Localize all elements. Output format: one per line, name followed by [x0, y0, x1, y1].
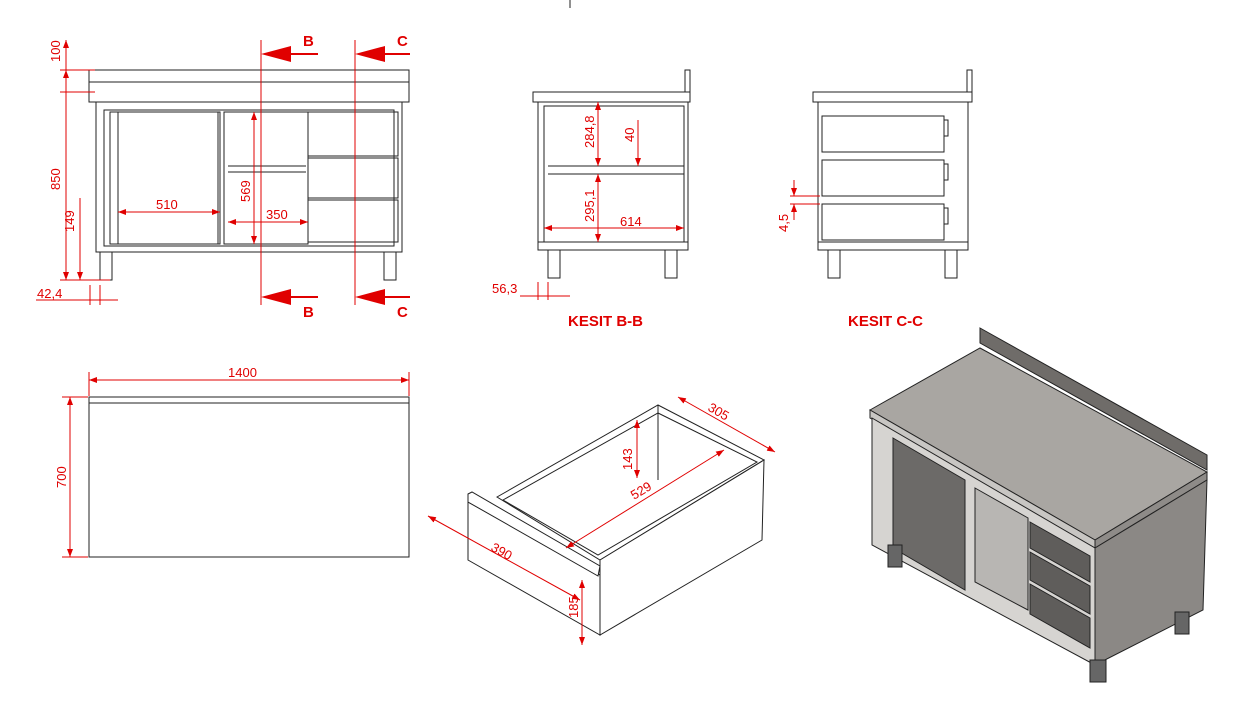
drawer-view: 305 143 529 390 185: [427, 396, 776, 645]
dim-door-width: 510: [156, 197, 178, 212]
top-view: 1400 700: [54, 365, 410, 558]
cut-label-c-bottom: C: [397, 304, 408, 321]
cut-label-c-top: C: [397, 33, 408, 50]
section-cc-title: KESIT C-C: [848, 313, 923, 330]
dim-gap: 40: [622, 128, 637, 142]
section-cc: 4,5 KESIT C-C: [776, 69, 973, 330]
dim-table-depth: 700: [54, 466, 69, 488]
dim-drawer-depth: 305: [706, 400, 732, 424]
dim-upper: 284,8: [582, 115, 597, 148]
dim-shelf-width: 350: [266, 207, 288, 222]
dim-drawer-height: 143: [620, 448, 635, 470]
dim-inner-height: 569: [238, 180, 253, 202]
section-bb-title: KESIT B-B: [568, 313, 643, 330]
dim-leg: 56,3: [492, 281, 517, 296]
dim-lower: 295,1: [582, 189, 597, 222]
front-view: 100 850 149 42,4 510 569 350 B B C C: [36, 33, 410, 321]
section-bb: 284,8 40 295,1 614 56,3 KESIT B-B: [492, 69, 691, 330]
cut-label-b-top: B: [303, 33, 314, 50]
dim-drawer-front-height: 185: [566, 596, 581, 618]
dim-width: 1400: [228, 365, 257, 380]
dim-shelf-height: 149: [62, 210, 77, 232]
dim-top-thickness: 100: [48, 40, 63, 62]
dim-leg-offset: 42,4: [37, 286, 62, 301]
cabinet-3d-view: [868, 327, 1209, 683]
cut-label-b-bottom: B: [303, 304, 314, 321]
dim-depth: 614: [620, 214, 642, 229]
dim-height: 850: [48, 168, 63, 190]
dim-drawer-gap: 4,5: [776, 214, 791, 232]
